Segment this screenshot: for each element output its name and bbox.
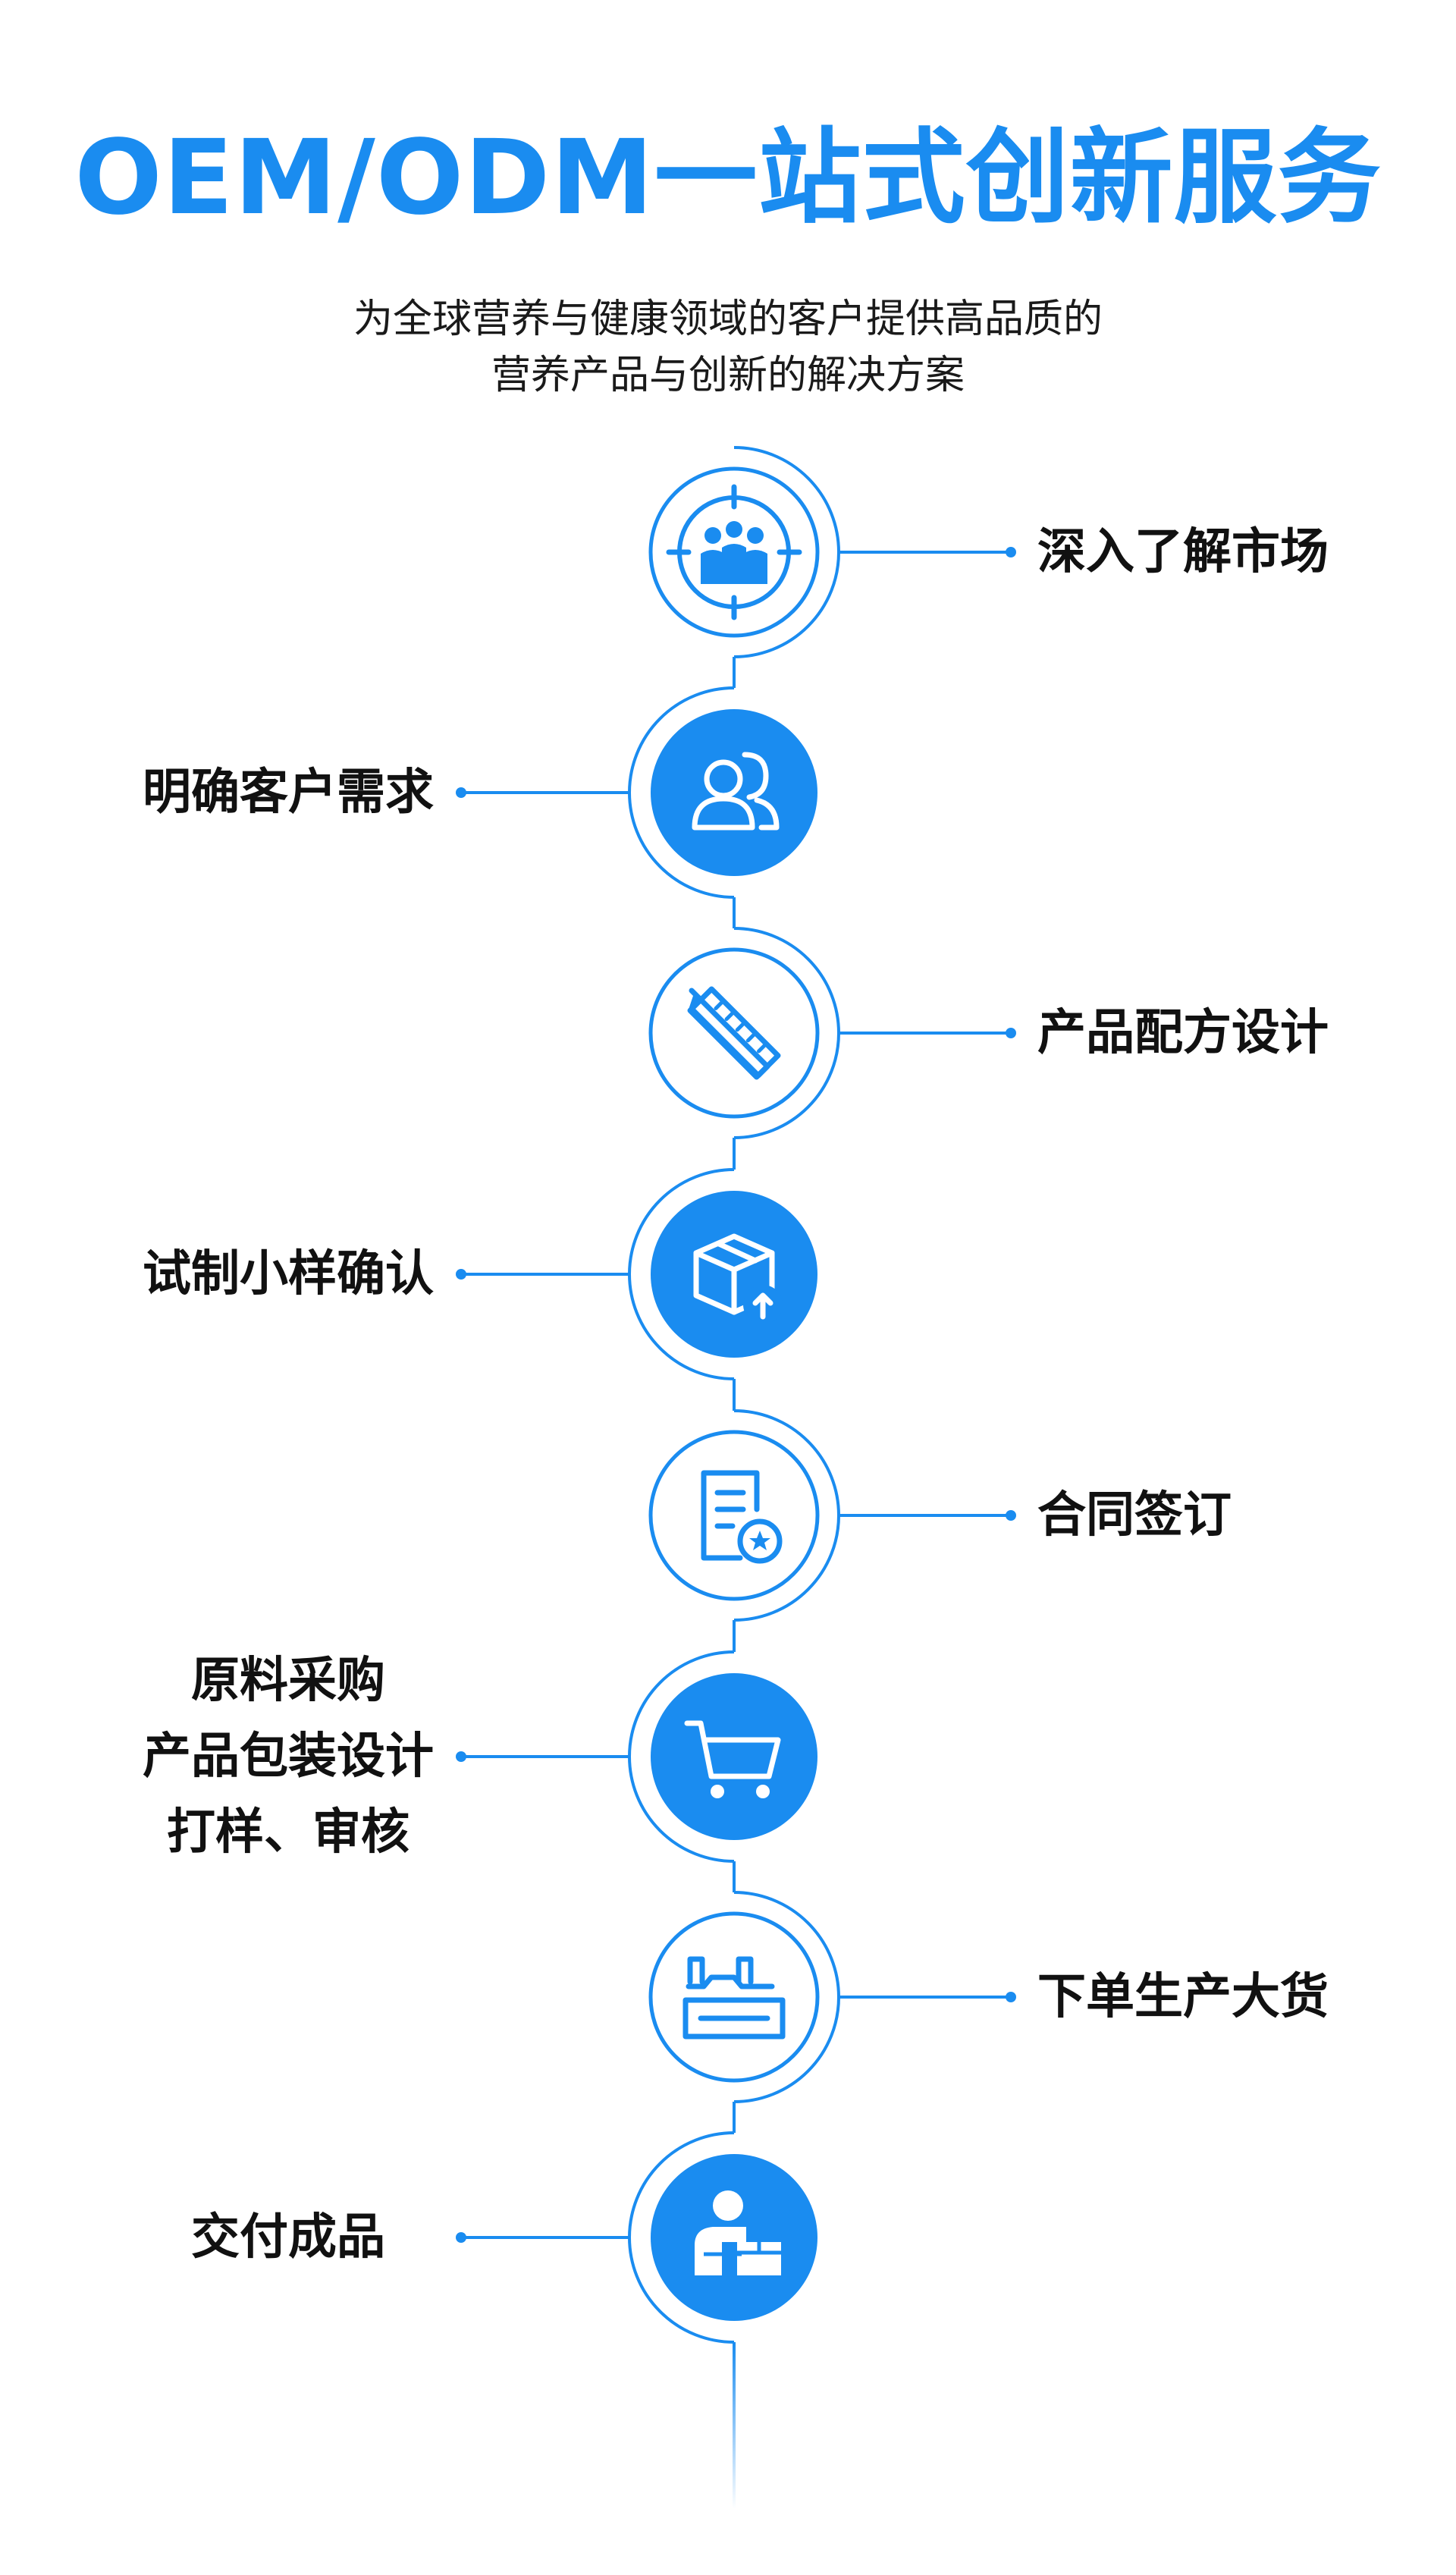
subtitle-line: 营养产品与创新的解决方案 xyxy=(491,353,965,398)
delivery-person-icon xyxy=(695,2190,781,2275)
customers-icon xyxy=(692,752,780,831)
step-label: 原料采购产品包装设计打样、审核 xyxy=(114,1643,463,1870)
contract-icon xyxy=(701,1470,783,1564)
node-arc xyxy=(733,1409,840,1622)
subtitle-line: 为全球营养与健康领域的客户提供高品质的 xyxy=(353,297,1103,342)
connector-dot xyxy=(1006,1028,1016,1038)
step-label: 交付成品 xyxy=(114,2200,463,2275)
step-label-line: 原料采购 xyxy=(191,1653,385,1709)
node-arc xyxy=(628,1650,735,1863)
step-node xyxy=(648,1911,820,2083)
step-node xyxy=(651,1673,817,1840)
connector-dot xyxy=(456,1751,466,1762)
step-label-line: 交付成品 xyxy=(191,2209,385,2266)
step-label: 产品配方设计 xyxy=(1037,995,1329,1071)
shopping-cart-icon xyxy=(684,1720,781,1798)
step-label: 明确客户需求 xyxy=(114,755,463,831)
connector-dot xyxy=(456,787,466,798)
page-title: OEM/ODM一站式创新服务 xyxy=(74,118,1382,238)
node-arc xyxy=(628,2131,735,2344)
factory-icon xyxy=(682,1956,786,2040)
node-arc xyxy=(733,446,840,658)
node-arc xyxy=(628,686,735,899)
step-label-line: 打样、审核 xyxy=(167,1804,410,1861)
box-upload-icon xyxy=(693,1233,783,1324)
step-node xyxy=(651,709,817,876)
step-label-line: 深入了解市场 xyxy=(1037,524,1329,580)
node-arc xyxy=(733,927,840,1139)
connector-dot xyxy=(456,1269,466,1280)
connector-dot xyxy=(1006,1992,1016,2002)
step-label: 合同签订 xyxy=(1037,1477,1232,1553)
connector-dot xyxy=(1006,547,1016,557)
flow-lines xyxy=(456,446,1016,2509)
team-target-icon xyxy=(666,484,802,620)
connector-dot xyxy=(456,2232,466,2243)
step-label-line: 明确客户需求 xyxy=(143,765,434,821)
step-label-line: 下单生产大货 xyxy=(1037,1969,1329,2025)
step-label-line: 试制小样确认 xyxy=(143,1246,434,1302)
step-label: 深入了解市场 xyxy=(1037,514,1329,590)
step-node xyxy=(648,947,820,1119)
step-label: 下单生产大货 xyxy=(1037,1959,1329,2035)
step-label-line: 产品配方设计 xyxy=(1037,1005,1329,1061)
step-node xyxy=(648,466,820,638)
step-nodes xyxy=(648,466,820,2321)
step-label: 试制小样确认 xyxy=(114,1236,463,1312)
step-node xyxy=(648,1430,820,1601)
step-label-line: 合同签订 xyxy=(1037,1487,1232,1543)
step-label-line: 产品包装设计 xyxy=(143,1729,434,1785)
page-subtitle: 为全球营养与健康领域的客户提供高品质的 营养产品与创新的解决方案 xyxy=(0,291,1456,404)
connector-tail xyxy=(733,2342,736,2509)
node-arc xyxy=(628,1168,735,1380)
step-node xyxy=(651,1191,817,1358)
step-node xyxy=(651,2154,817,2321)
node-arc xyxy=(733,1891,840,2103)
connector-dot xyxy=(1006,1510,1016,1521)
ruler-pencil-icon xyxy=(687,986,781,1080)
